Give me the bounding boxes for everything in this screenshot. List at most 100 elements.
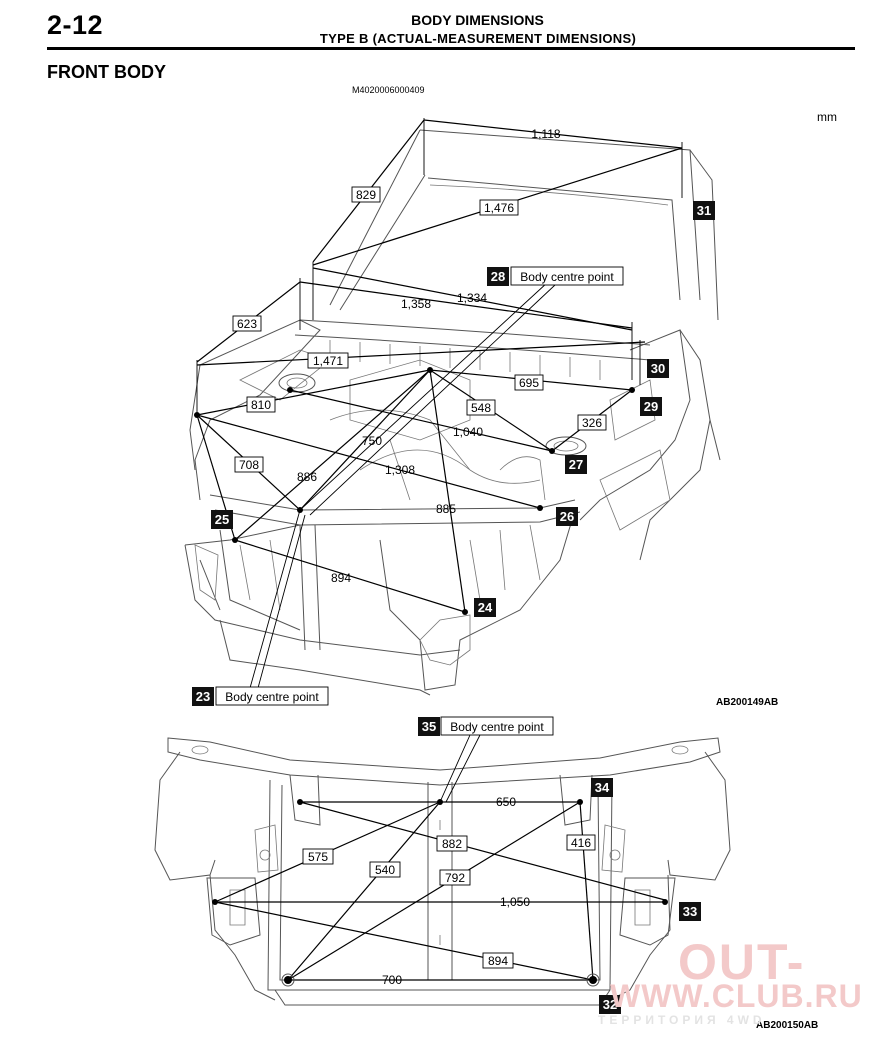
watermark-line1: OUT- — [678, 934, 806, 990]
dim-label: 1,471 — [307, 352, 349, 369]
point-markers-2: 35 34 33 32 — [418, 717, 701, 1014]
svg-text:886: 886 — [297, 470, 317, 484]
measurement-points — [194, 367, 635, 615]
dim-label: 1,308 — [385, 463, 415, 477]
header-title: BODY DIMENSIONS — [411, 12, 544, 28]
svg-text:27: 27 — [569, 457, 583, 472]
callout-body-centre-28: Body centre point — [510, 266, 624, 286]
point-marker-29: 29 — [640, 397, 662, 416]
svg-text:28: 28 — [491, 269, 505, 284]
dim-label: 886 — [297, 470, 317, 484]
figure2-id: AB200150AB — [756, 1020, 819, 1031]
svg-text:1,118: 1,118 — [531, 127, 560, 141]
measurement-points-2 — [212, 799, 668, 987]
svg-text:32: 32 — [603, 997, 617, 1012]
watermark-line3: ТЕРРИТОРИЯ 4WD — [598, 1013, 766, 1027]
callouts-2: Body centre point — [440, 716, 554, 736]
point-marker-32: 32 — [599, 995, 621, 1014]
point-marker-34: 34 — [591, 778, 613, 797]
callouts: Body centre point Body centre point — [215, 266, 624, 706]
svg-text:882: 882 — [442, 837, 462, 851]
frame-outline — [154, 737, 731, 1006]
dimension-labels-2: 650 882 575 416 540 792 1,050 894 700 — [302, 795, 596, 987]
callout-body-centre-35: Body centre point — [440, 716, 554, 736]
dim-label: 1,476 — [479, 199, 519, 216]
svg-text:Body centre point: Body centre point — [450, 720, 544, 734]
figure-code: M4020006000409 — [352, 85, 425, 95]
dim-label: 326 — [577, 414, 607, 431]
dim-label: 810 — [246, 396, 276, 413]
point-marker-31: 31 — [693, 201, 715, 220]
point-marker-30: 30 — [647, 359, 669, 378]
svg-text:1,050: 1,050 — [500, 895, 530, 909]
svg-text:26: 26 — [560, 509, 574, 524]
dim-label: 1,040 — [453, 425, 483, 439]
figure1-id: AB200149AB — [716, 697, 779, 708]
svg-text:Body centre point: Body centre point — [520, 270, 614, 284]
dim-label: 829 — [351, 186, 381, 203]
callout-body-centre-23: Body centre point — [215, 686, 329, 706]
svg-text:894: 894 — [331, 571, 351, 585]
dim-label: 575 — [302, 848, 334, 865]
svg-text:25: 25 — [215, 512, 229, 527]
point-markers: 31 28 30 29 27 26 25 24 23 — [192, 201, 715, 706]
dim-label: 416 — [566, 834, 596, 851]
dim-label: 700 — [382, 973, 402, 987]
svg-text:34: 34 — [595, 780, 610, 795]
svg-text:548: 548 — [471, 401, 491, 415]
svg-text:810: 810 — [251, 398, 271, 412]
svg-text:575: 575 — [308, 850, 328, 864]
svg-text:1,334: 1,334 — [457, 291, 487, 305]
dim-label: 894 — [331, 571, 351, 585]
point-marker-33: 33 — [679, 902, 701, 921]
svg-text:792: 792 — [445, 871, 465, 885]
svg-text:35: 35 — [422, 719, 436, 734]
svg-text:33: 33 — [683, 904, 697, 919]
point-marker-35: 35 — [418, 717, 440, 736]
dim-label: 650 — [496, 795, 516, 809]
svg-text:31: 31 — [697, 203, 711, 218]
svg-text:30: 30 — [651, 361, 665, 376]
point-marker-25: 25 — [211, 510, 233, 529]
svg-text:1,358: 1,358 — [401, 297, 431, 311]
dim-label: 623 — [232, 315, 262, 332]
dim-label: 695 — [514, 374, 544, 391]
svg-text:1,476: 1,476 — [484, 201, 514, 215]
dim-label: 540 — [369, 861, 401, 878]
svg-text:623: 623 — [237, 317, 257, 331]
dim-label: 885 — [436, 502, 456, 516]
dim-label: 1,334 — [457, 291, 487, 305]
dim-label: 708 — [234, 456, 264, 473]
svg-text:1,040: 1,040 — [453, 425, 483, 439]
dim-label: 882 — [436, 835, 468, 852]
dim-label: 1,118 — [531, 127, 560, 141]
dim-label: 548 — [466, 399, 496, 416]
svg-text:700: 700 — [382, 973, 402, 987]
svg-text:Body centre point: Body centre point — [225, 690, 319, 704]
header-subtitle: TYPE B (ACTUAL-MEASUREMENT DIMENSIONS) — [319, 31, 637, 46]
dim-label: 750 — [362, 434, 382, 448]
svg-text:695: 695 — [519, 376, 539, 390]
svg-text:540: 540 — [375, 863, 395, 877]
point-marker-24: 24 — [474, 598, 496, 617]
svg-text:1,308: 1,308 — [385, 463, 415, 477]
dimension-labels: 1,118 829 1,476 623 1,358 1,334 1,471 81… — [232, 127, 607, 585]
svg-text:894: 894 — [488, 954, 508, 968]
svg-text:416: 416 — [571, 836, 591, 850]
svg-text:829: 829 — [356, 188, 376, 202]
svg-text:326: 326 — [582, 416, 602, 430]
svg-text:650: 650 — [496, 795, 516, 809]
dimension-lines-2 — [214, 734, 666, 981]
svg-text:23: 23 — [196, 689, 210, 704]
header-rule — [47, 47, 855, 50]
watermark-line2: WWW.CLUB.RU — [610, 978, 863, 1014]
dim-label: 1,050 — [500, 895, 530, 909]
section-title: FRONT BODY — [47, 62, 166, 82]
point-marker-28: 28 — [487, 267, 509, 286]
svg-text:885: 885 — [436, 502, 456, 516]
point-marker-27: 27 — [565, 455, 587, 474]
unit-label: mm — [817, 110, 837, 124]
svg-text:750: 750 — [362, 434, 382, 448]
